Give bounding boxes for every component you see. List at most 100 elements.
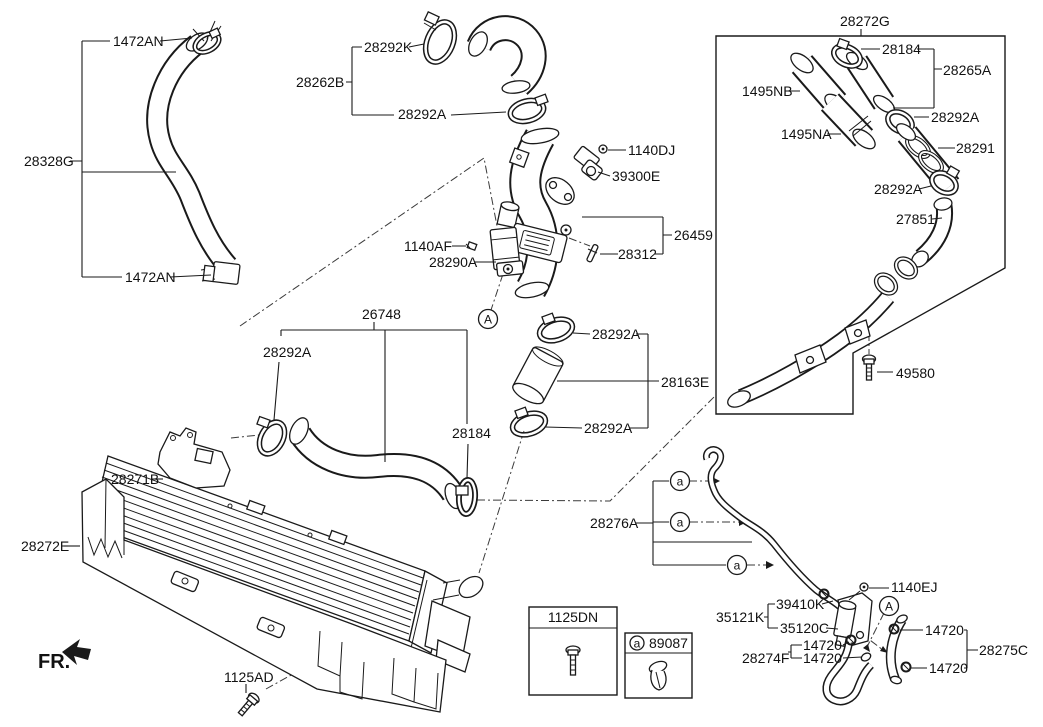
label-1472an-top: 1472AN bbox=[113, 33, 164, 49]
bolt-1140af bbox=[465, 240, 478, 252]
callout-28276a-group: 28276A a a a bbox=[590, 470, 752, 576]
clamp-28292a-topmid bbox=[507, 93, 549, 125]
bolt-49580 bbox=[861, 354, 877, 381]
label-28265a: 28265A bbox=[943, 62, 992, 78]
clamp-28292a-63top bbox=[536, 312, 576, 344]
label-28312: 28312 bbox=[618, 246, 657, 262]
callout-28262b-group: 28292K 28262B 28292A bbox=[296, 39, 507, 122]
bracket-28271b bbox=[157, 427, 231, 489]
label-28272e: 28272E bbox=[21, 538, 69, 554]
label-27851: 27851 bbox=[896, 211, 935, 227]
clamp-28184-tr bbox=[831, 37, 863, 69]
callout-28271b-group: 28271B bbox=[111, 471, 163, 487]
callout-letter-a-right: A bbox=[885, 600, 893, 614]
label-1125ad: 1125AD bbox=[224, 669, 274, 685]
clamp-28292k bbox=[422, 10, 458, 65]
callout-letter-a-2: a bbox=[677, 516, 684, 530]
callout-26459-group: 1140DJ 39300E 26459 28312 bbox=[582, 142, 713, 262]
pin-28312 bbox=[586, 244, 599, 263]
label-28292a-63top: 28292A bbox=[592, 326, 641, 342]
legend-box-89087: a 89087 bbox=[624, 632, 693, 699]
label-14720-3: 14720 bbox=[925, 622, 964, 638]
label-28163e: 28163E bbox=[661, 374, 709, 390]
pipe-26459 bbox=[508, 127, 575, 299]
label-35121k: 35121K bbox=[716, 609, 765, 625]
hose-28265a bbox=[845, 51, 896, 114]
hose-28275c bbox=[885, 614, 908, 685]
label-1472an-bottom: 1472AN bbox=[125, 269, 176, 285]
callout-28290a-group: 1140AF 28290A bbox=[404, 238, 496, 270]
label-26748: 26748 bbox=[362, 306, 401, 322]
label-28292a-63bot: 28292A bbox=[584, 420, 633, 436]
label-28184-mid: 28184 bbox=[452, 425, 491, 441]
callout-28328g-group: 1472AN 28328G 1472AN bbox=[24, 33, 212, 285]
callout-letter-a-1: a bbox=[677, 475, 684, 489]
clip-89087-icon bbox=[648, 660, 668, 691]
callout-a-mid: A bbox=[477, 308, 499, 330]
label-28275c: 28275C bbox=[979, 642, 1028, 658]
clamp-1472an-top bbox=[192, 20, 222, 55]
hose-1495na bbox=[820, 93, 876, 150]
hose-28274f bbox=[822, 641, 874, 706]
clamp-28292a-tr2 bbox=[929, 165, 961, 196]
sensor-39300e bbox=[573, 145, 603, 181]
callout-letter-a-3: a bbox=[734, 559, 741, 573]
label-14720-4: 14720 bbox=[929, 660, 968, 676]
label-28291: 28291 bbox=[956, 140, 995, 156]
label-39300e: 39300E bbox=[612, 168, 660, 184]
label-28262b: 28262B bbox=[296, 74, 344, 90]
bolt-1140dj bbox=[598, 144, 608, 154]
hose-28163e bbox=[512, 346, 564, 405]
clamp-28292a-63bot bbox=[509, 406, 549, 438]
clamp-28292a-ic bbox=[256, 415, 288, 457]
label-1495nb: 1495NB bbox=[742, 83, 793, 99]
construction-lines bbox=[230, 157, 888, 690]
hose-28291 bbox=[895, 123, 960, 194]
valve-28290a bbox=[489, 201, 568, 277]
fr-indicator: FR. bbox=[38, 639, 91, 673]
callout-28163e-group: 28292A 28163E 28292A bbox=[544, 326, 709, 436]
callout-26748-group: 26748 28292A 28184 bbox=[263, 306, 491, 479]
label-28292a-topmid: 28292A bbox=[398, 106, 447, 122]
label-1495na: 1495NA bbox=[781, 126, 832, 142]
label-14720-2: 14720 bbox=[803, 650, 842, 666]
connector-1472an-bottom bbox=[200, 261, 241, 285]
label-1125dn: 1125DN bbox=[548, 609, 598, 625]
callout-letter-a-mid: A bbox=[484, 313, 492, 327]
hose-28276a bbox=[702, 446, 843, 610]
intercooler bbox=[91, 427, 484, 673]
label-14720-1: 14720 bbox=[803, 637, 842, 653]
bolt-1125dn-icon bbox=[565, 645, 581, 676]
label-28292k: 28292K bbox=[364, 39, 413, 55]
bolt-1125ad: 1125AD bbox=[224, 669, 274, 717]
fr-label: FR. bbox=[38, 651, 70, 673]
label-28292a-tr2: 28292A bbox=[874, 181, 923, 197]
label-89087: 89087 bbox=[649, 635, 688, 651]
label-28328g: 28328G bbox=[24, 153, 74, 169]
valve-35120c-39410k bbox=[818, 588, 873, 648]
label-26459: 26459 bbox=[674, 227, 713, 243]
fr-arrow-icon bbox=[62, 639, 91, 665]
label-28271b: 28271B bbox=[111, 471, 159, 487]
air-guard-28272e bbox=[81, 478, 447, 713]
label-39410k: 39410K bbox=[776, 596, 825, 612]
label-28292a-tr1: 28292A bbox=[931, 109, 980, 125]
callout-28272g-inner-labels: 1495NB 1495NA 28184 28265A 28292A 28291 … bbox=[742, 41, 995, 381]
hose-26748 bbox=[288, 417, 464, 510]
label-28272g: 28272G bbox=[840, 13, 890, 29]
bolt-1140ej bbox=[848, 582, 869, 601]
callout-letter-a-89087: a bbox=[634, 637, 641, 651]
clamp-28184-mid bbox=[455, 477, 479, 517]
label-28292a-ic: 28292A bbox=[263, 344, 312, 360]
label-35120c: 35120C bbox=[780, 620, 829, 636]
label-1140ej: 1140EJ bbox=[891, 579, 937, 595]
pipe-27851 bbox=[727, 197, 954, 408]
label-1140af: 1140AF bbox=[404, 238, 452, 254]
label-28184-tr: 28184 bbox=[882, 41, 921, 57]
clamps-14720 bbox=[845, 623, 912, 673]
legend-box-1125dn: 1125DN bbox=[528, 606, 618, 696]
callout-28272e-group: 28272E bbox=[21, 538, 80, 554]
label-28274f: 28274F bbox=[742, 650, 789, 666]
label-28290a: 28290A bbox=[429, 254, 478, 270]
